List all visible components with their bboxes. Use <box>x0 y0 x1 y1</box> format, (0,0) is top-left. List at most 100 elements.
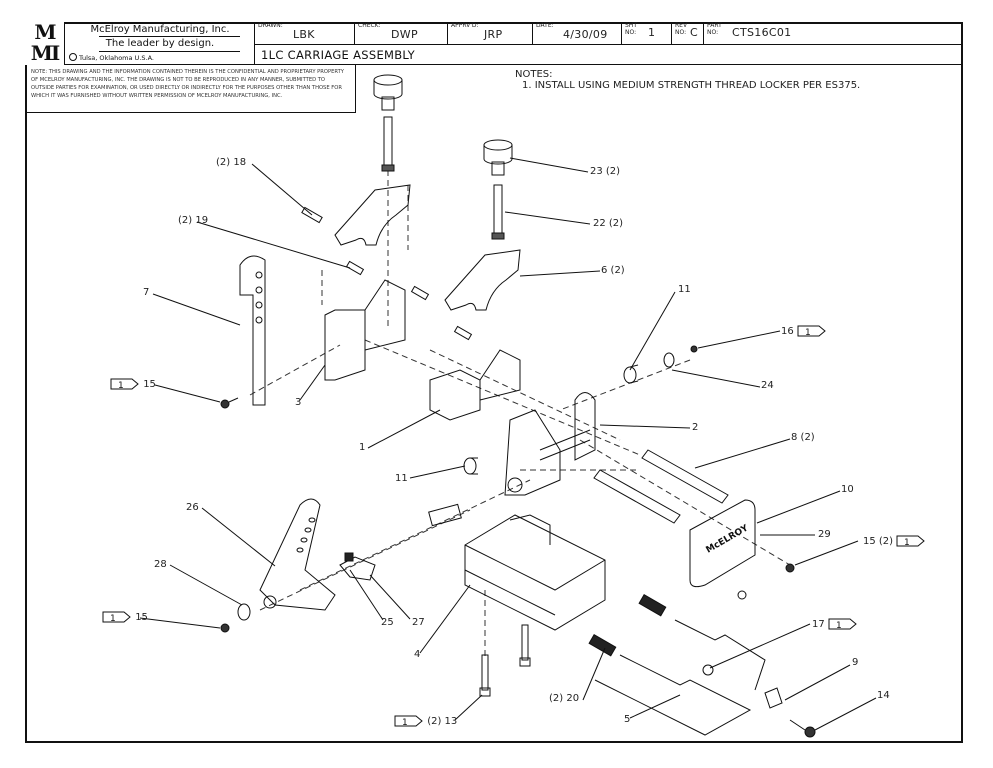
screw-15-left <box>220 397 239 409</box>
revision-label: REV <box>675 22 688 29</box>
note-flag-icon: 1 <box>896 535 926 547</box>
callout-25: 25 <box>381 617 394 628</box>
spring-20a <box>588 633 617 657</box>
callout-26: 26 <box>186 502 199 513</box>
sheet-cell: SHT No: 1 <box>622 22 672 44</box>
approved-value: JRP <box>484 28 503 41</box>
logo-bottom-letters: MI <box>30 41 61 65</box>
rod-8a <box>641 449 729 504</box>
callout-1: 1 <box>359 442 366 453</box>
knob-upper <box>373 74 403 172</box>
callout-10: 10 <box>841 484 854 495</box>
callout-13-text: (2) 13 <box>427 716 458 727</box>
callout-15-text: 15 <box>143 379 156 390</box>
screw-16 <box>690 345 698 353</box>
knob-right <box>483 139 513 240</box>
cap-right <box>444 249 521 311</box>
callout-22: 22 (2) <box>593 218 624 229</box>
revision-cell: REV No: C <box>672 22 704 44</box>
sheet-label-no: No: <box>625 29 637 36</box>
callout-19: (2) 19 <box>178 215 209 226</box>
cap-upper <box>334 184 411 246</box>
latch-9 <box>764 687 783 709</box>
callout-15-2-text: 15 (2) <box>863 536 894 547</box>
pin <box>410 285 430 301</box>
callout-16: 16 1 <box>781 325 827 337</box>
drawing-title-row: 1LC CARRIAGE ASSEMBLY <box>255 44 963 66</box>
callout-15-right: 15 (2) 1 <box>863 535 926 547</box>
check-cell: CHECK: DWP <box>355 22 448 44</box>
drawn-label: DRAWN: <box>258 22 283 29</box>
screw-15-right <box>785 563 795 573</box>
note-flag-icon: 1 <box>828 618 857 630</box>
bushing-11 <box>623 364 639 384</box>
company-name: McElroy Manufacturing, Inc. <box>90 24 230 35</box>
callout-16-text: 16 <box>781 326 794 337</box>
callout-17-text: 17 <box>812 619 825 630</box>
divider <box>99 51 240 52</box>
note-flag-number: 1 <box>110 614 116 623</box>
clamp-3-arc <box>364 279 406 351</box>
note-flag-number: 1 <box>402 718 408 727</box>
drawn-cell: DRAWN: LBK <box>255 22 355 44</box>
spring-25 <box>344 552 354 562</box>
callout-11-left: 11 <box>395 473 408 484</box>
screw-14 <box>789 719 816 738</box>
bracket-2 <box>504 409 561 496</box>
company-block: McElroy Manufacturing, Inc. The leader b… <box>65 22 255 65</box>
callout-29: 29 <box>818 529 831 540</box>
sheet-value: 1 <box>648 26 656 39</box>
part-label: PART <box>707 22 722 29</box>
logo-top-letters: M <box>34 20 56 44</box>
callout-27: 27 <box>412 617 425 628</box>
callout-17: 17 1 <box>812 618 858 630</box>
bushing-11b <box>463 457 478 475</box>
spring-20b <box>638 593 667 617</box>
callout-20: (2) 20 <box>549 693 580 704</box>
company-location: Tulsa, Oklahoma U.S.A. <box>79 54 154 62</box>
part-number-cell: PART No: CTS16C01 <box>704 22 963 44</box>
callout-15-left: 1 15 <box>110 378 156 390</box>
company-slogan: The leader by design. <box>105 38 215 49</box>
clamp-3 <box>324 309 366 381</box>
end-plate-10 <box>689 499 756 588</box>
notes-heading: NOTES: <box>515 69 553 80</box>
callout-9: 9 <box>852 657 859 668</box>
pin-18 <box>301 206 323 224</box>
note-flag-icon: 1 <box>110 378 139 390</box>
callout-5: 5 <box>624 714 631 725</box>
callout-3: 3 <box>295 397 302 408</box>
callout-15-bottom-text: 15 <box>135 612 148 623</box>
note-flag-icon: 1 <box>797 325 826 337</box>
callout-11-right: 11 <box>678 284 691 295</box>
title-block: M MI McElroy Manufacturing, Inc. The lea… <box>25 20 963 66</box>
approved-label: APPRV'D: <box>451 22 479 29</box>
callout-18: (2) 18 <box>216 157 247 168</box>
bolt-13b <box>519 624 531 667</box>
registered-icon <box>69 53 77 61</box>
note-flag-number: 1 <box>805 328 811 337</box>
note-flag-number: 1 <box>118 381 124 390</box>
divider <box>99 36 240 37</box>
callout-7: 7 <box>143 287 150 298</box>
carriage-body-4 <box>464 514 606 631</box>
drawn-value: LBK <box>293 28 315 41</box>
clamp-1-arc <box>479 349 521 401</box>
leader-lines <box>139 157 877 731</box>
screw-loose <box>737 590 747 600</box>
approved-cell: APPRV'D: JRP <box>448 22 533 44</box>
assembly-centerlines <box>249 170 791 660</box>
company-logo: M MI <box>25 20 65 65</box>
label-plate <box>428 503 462 527</box>
drawing-title: 1LC CARRIAGE ASSEMBLY <box>261 48 415 62</box>
sheet-label: SHT <box>625 22 637 29</box>
check-label: CHECK: <box>358 22 381 29</box>
callout-24: 24 <box>761 380 774 391</box>
washer-24 <box>663 352 675 368</box>
part-number-value: CTS16C01 <box>732 26 792 39</box>
callout-4: 4 <box>414 649 421 660</box>
callout-8: 8 (2) <box>791 432 815 443</box>
note-flag-icon: 1 <box>394 715 423 727</box>
callout-6: 6 (2) <box>601 265 625 276</box>
